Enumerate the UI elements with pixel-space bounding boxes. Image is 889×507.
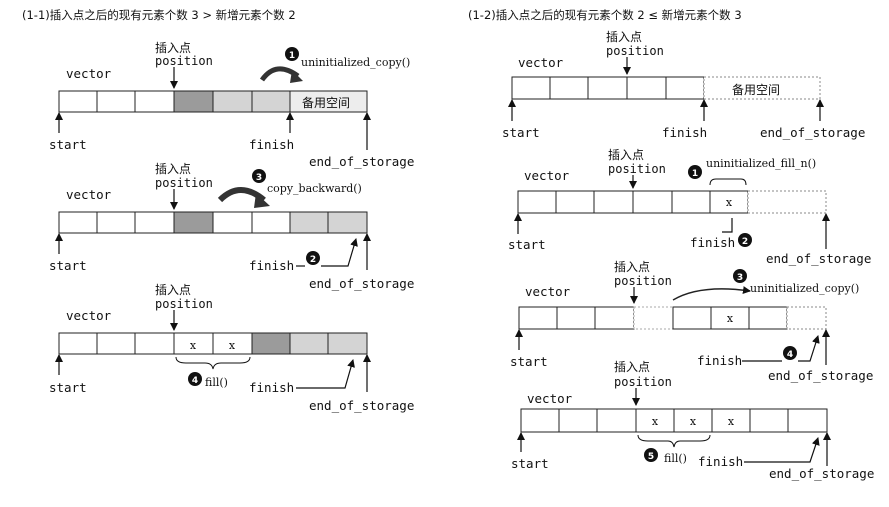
right-r4-cells <box>520 408 828 433</box>
left-step3-label: copy_backward() <box>267 182 362 195</box>
right-step5-label: fill() <box>664 452 687 465</box>
left-r1-cells <box>58 90 368 113</box>
right-r4-eos-label: end_of_storage <box>769 466 874 481</box>
right-r4-insert-label: 插入点 <box>614 360 650 374</box>
right-step1-num: 1 <box>692 169 698 179</box>
right-r2-position-label: position <box>608 162 666 176</box>
left-r3-position-label: position <box>155 297 213 311</box>
right-r1-spare-label: 备用空间 <box>732 83 780 97</box>
right-r3-insert-label: 插入点 <box>614 260 650 274</box>
left-step3-num: 3 <box>256 173 262 183</box>
left-r2-finish-label: finish <box>249 258 294 273</box>
left-step1-num: 1 <box>289 51 295 61</box>
right-step5-num: 5 <box>648 452 654 462</box>
right-r1-eos-label: end_of_storage <box>760 125 865 140</box>
right-r2-start-label: start <box>508 237 546 252</box>
left-r3-x1: x <box>190 339 197 352</box>
left-r2-insert-label: 插入点 <box>155 162 191 176</box>
left-r2-eos-label: end_of_storage <box>309 276 414 291</box>
right-r2-x1: x <box>726 196 733 209</box>
left-step4-num: 4 <box>192 376 198 386</box>
right-r1-finish-label: finish <box>662 125 707 140</box>
right-step1-label: uninitialized_fill_n() <box>706 157 816 170</box>
right-step2-num: 2 <box>742 237 748 247</box>
left-step4-badge <box>188 372 202 386</box>
left-r3-vector-label: vector <box>66 308 112 323</box>
left-row2: 插入点 position vector 3 copy_backward() st… <box>49 162 414 291</box>
left-r3-x2: x <box>229 339 236 352</box>
right-step3-num: 3 <box>737 273 743 283</box>
right-r4-brace <box>637 434 711 448</box>
right-r3-vector-label: vector <box>525 284 571 299</box>
right-row1: 插入点 position vector 备用空间 start finish en… <box>502 30 865 140</box>
left-r2-vector-label: vector <box>66 187 112 202</box>
right-r1-start-label: start <box>502 125 540 140</box>
left-r2-start-label: start <box>49 258 87 273</box>
left-r2-position-label: position <box>155 176 213 190</box>
left-r1-eos-label: end_of_storage <box>309 154 414 169</box>
right-r3-eos-label: end_of_storage <box>768 368 873 383</box>
right-r3-x1: x <box>727 312 734 325</box>
left-r3-insert-label: 插入点 <box>155 283 191 297</box>
right-r2-finish-label: finish <box>690 235 735 250</box>
right-r4-x2: x <box>690 415 697 428</box>
right-r4-start-label: start <box>511 456 549 471</box>
left-step4-label: fill() <box>205 376 228 389</box>
right-r1-insert-label: 插入点 <box>606 30 642 44</box>
right-r2-cells <box>517 190 827 214</box>
right-step1-badge <box>688 165 702 179</box>
right-r1-vector-label: vector <box>518 55 564 70</box>
right-r4-finish-label: finish <box>698 454 743 469</box>
left-r3-start-label: start <box>49 380 87 395</box>
left-r1-vector-label: vector <box>66 66 112 81</box>
right-row3: 插入点 position vector x 3 uninitialized_co… <box>510 260 873 383</box>
right-r1-position-label: position <box>606 44 664 58</box>
right-step4-badge <box>783 346 797 360</box>
right-r3-position-label: position <box>614 274 672 288</box>
right-step3-badge <box>733 269 747 283</box>
right-r1-cells <box>511 76 821 100</box>
right-r2-eos-label: end_of_storage <box>766 251 871 266</box>
right-r3-cells <box>518 306 827 330</box>
left-step2-num: 2 <box>310 255 316 265</box>
left-step1-label: uninitialized_copy() <box>301 56 410 69</box>
left-r3-cells <box>58 332 368 355</box>
left-r3-brace <box>175 356 251 370</box>
right-row4: 插入点 position vector x x x 5 fill() start… <box>511 360 874 481</box>
right-step5-badge <box>644 448 658 462</box>
right-heading: (1-2)插入点之后的现有元素个数 2 ≤ 新增元素个数 3 <box>468 8 742 22</box>
right-r4-x1: x <box>652 415 659 428</box>
left-r1-insert-label: 插入点 <box>155 41 191 55</box>
left-r1-position-label: position <box>155 54 213 68</box>
left-r2-cells <box>58 211 368 234</box>
left-step1-badge <box>285 47 299 61</box>
right-step4-num: 4 <box>787 350 793 360</box>
right-r3-finish-label: finish <box>697 353 742 368</box>
right-r3-step3-arrow <box>672 286 751 301</box>
right-r2-insert-label: 插入点 <box>608 148 644 162</box>
left-heading: (1-1)插入点之后的现有元素个数 3 > 新增元素个数 2 <box>22 8 296 22</box>
right-step3-label: uninitialized_copy() <box>750 282 859 295</box>
left-row1: 插入点 position vector 备用空间 1 uninitialized… <box>49 41 414 169</box>
left-row3: 插入点 position vector x x 4 fill() start f… <box>49 283 414 413</box>
right-r3-start-label: start <box>510 354 548 369</box>
right-step2-badge <box>738 233 752 247</box>
right-r2-vector-label: vector <box>524 168 570 183</box>
left-r3-eos-label: end_of_storage <box>309 398 414 413</box>
right-r4-position-label: position <box>614 375 672 389</box>
left-r1-start-label: start <box>49 137 87 152</box>
left-step3-badge <box>252 169 266 183</box>
left-r1-spare-label: 备用空间 <box>302 96 350 110</box>
left-step2-badge <box>306 251 320 265</box>
right-row2: 插入点 position vector x 1 uninitialized_fi… <box>508 148 871 266</box>
left-r3-finish-label: finish <box>249 380 294 395</box>
right-r4-vector-label: vector <box>527 391 573 406</box>
right-r4-x3: x <box>728 415 735 428</box>
left-r1-finish-label: finish <box>249 137 294 152</box>
